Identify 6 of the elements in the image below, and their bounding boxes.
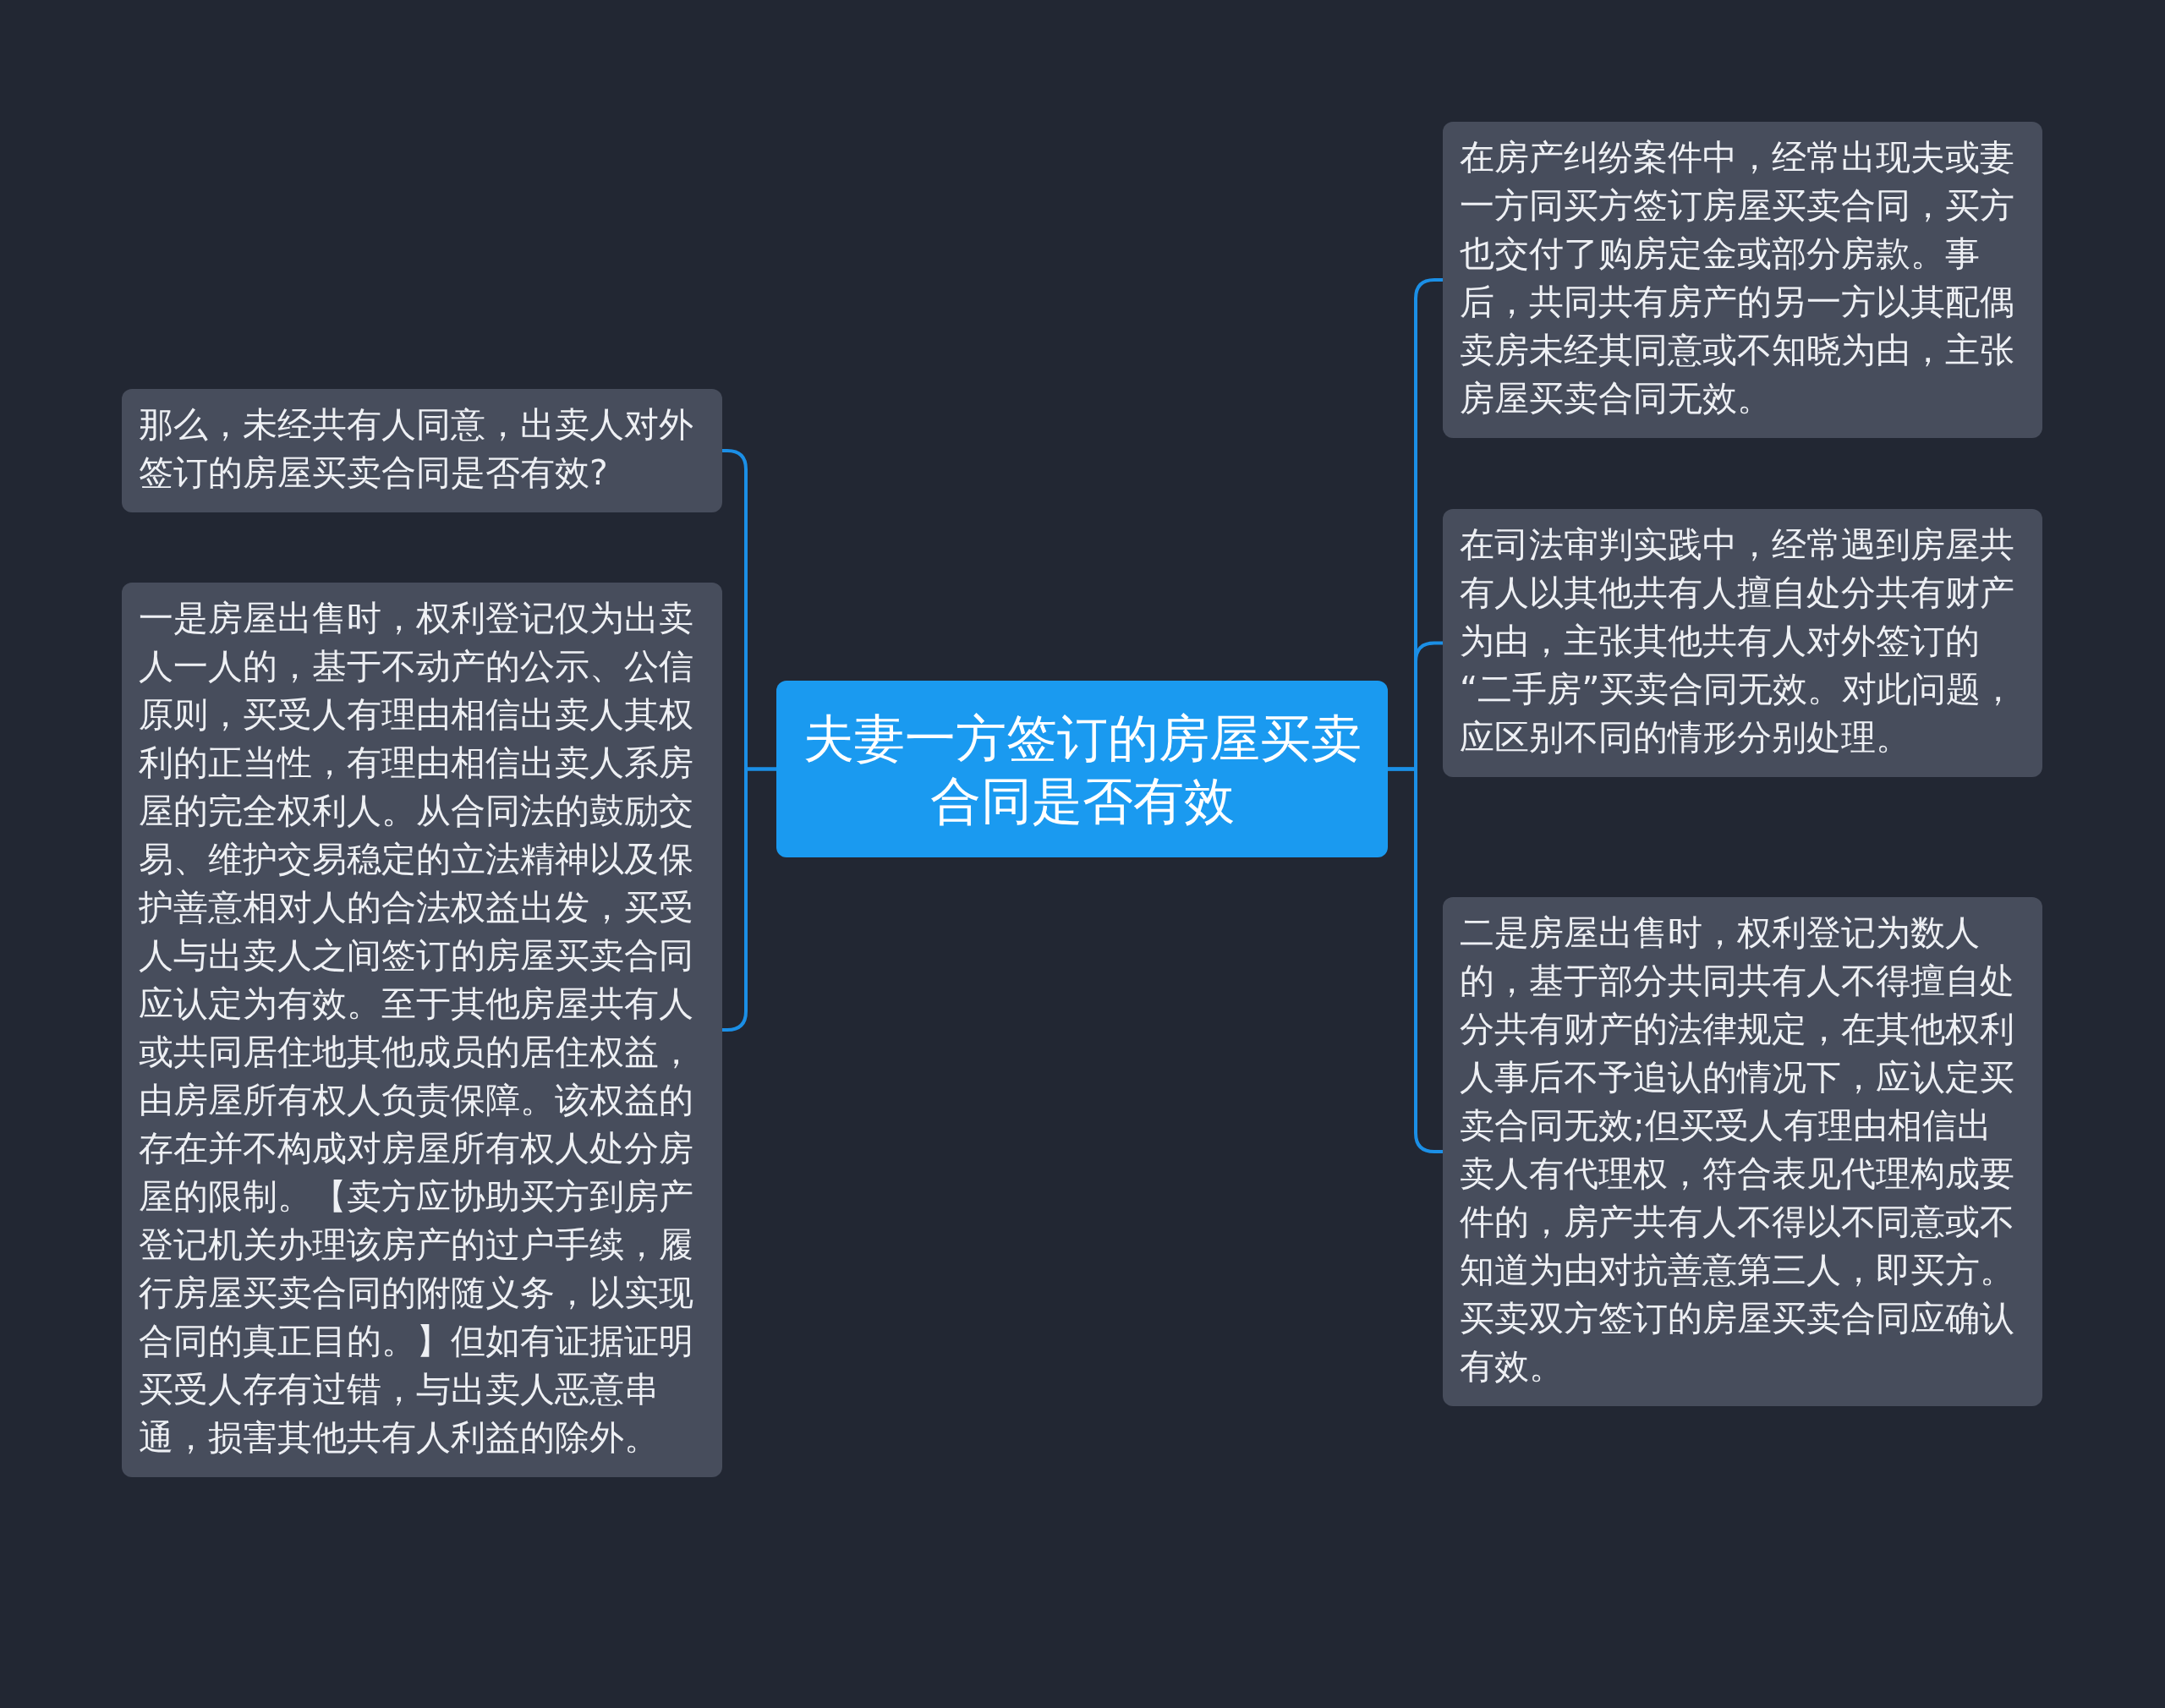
text-box: 一是房屋出售时，权利登记仅为出卖人一人的，基于不动产的公示、公信原则，买受人有理由相信出卖人其权利的正当性，有理由相信出卖人系房屋的完全权利人。从合同法的鼓励交易、维护交易稳定的立法精神以及保护善意相对人的合法权益出发，买受人与出卖人之间签订的房屋买卖合同应认定为有效。至于其他房屋共有人或共同居住地其他成员的居住权益，由房屋所有权人负责保障。该权益的存在并不构成对房屋所有权人处分房屋的限制。【卖方应协助买方到房产登记机关办理该房产的过户手续，履行房屋买卖合同的附随义务，以实现合同的真正目的。】但如有证据证明买受人存有过错，与出卖人恶意串通，损害其他共有人利益的除外。 — [122, 583, 722, 1477]
text-box: 在房产纠纷案件中，经常出现夫或妻一方同买方签订房屋买卖合同，买方也交付了购房定金或部分房款。事后，共同共有房产的另一方以其配偶卖房未经其同意或不知晓为由，主张房屋买卖合同无效。 — [1443, 122, 2042, 438]
text-box: 二是房屋出售时，权利登记为数人的，基于部分共同共有人不得擅自处分共有财产的法律规定，在其他权利人事后不予追认的情况下，应认定买卖合同无效;但买受人有理由相信出卖人有代理权，符合表见代理构成要件的，房产共有人不得以不同意或不知道为由对抗善意第三人，即买方。买卖双方签订的房屋买卖合同应确认有效。 — [1443, 897, 2042, 1406]
topic-box: 夫妻一方签订的房屋买卖合同是否有效 — [776, 681, 1388, 857]
text-box: 在司法审判实践中，经常遇到房屋共有人以其他共有人擅自处分共有财产为由，主张其他共有人对外签订的“二手房”买卖合同无效。对此问题，应区别不同的情形分别处理。 — [1443, 509, 2042, 777]
text-box: 那么，未经共有人同意，出卖人对外签订的房屋买卖合同是否有效? — [122, 389, 722, 512]
